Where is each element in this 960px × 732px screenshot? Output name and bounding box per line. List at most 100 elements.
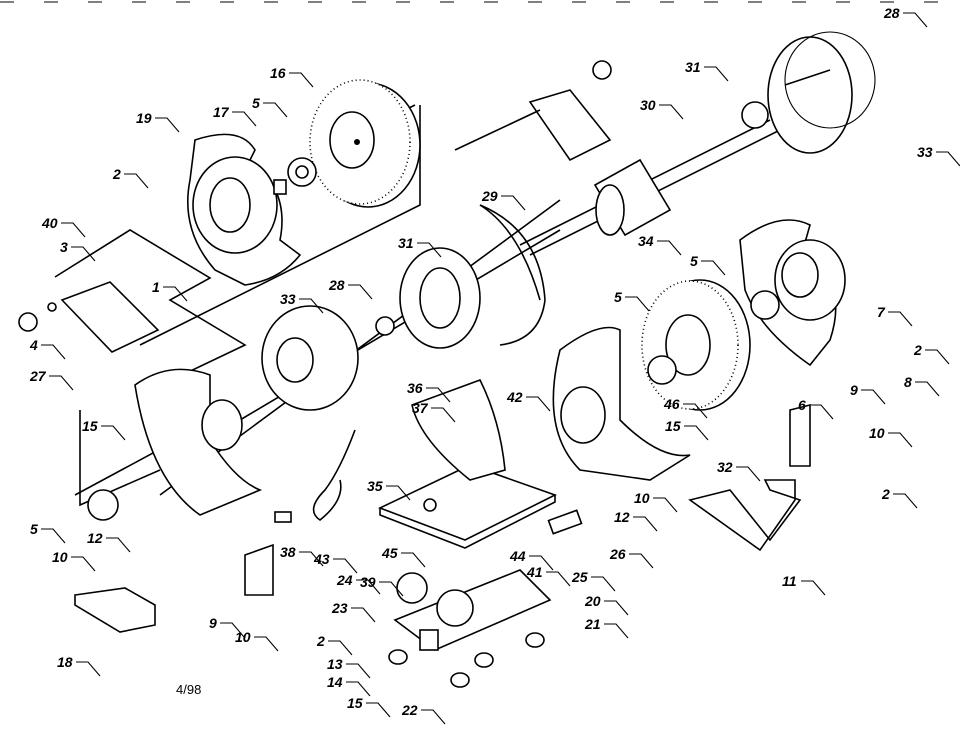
part-label-5: 5 (30, 521, 38, 537)
leader-line-33 (299, 298, 324, 314)
leader-line-10 (254, 636, 279, 652)
leader-line-36 (426, 387, 451, 403)
part-label-16: 16 (270, 65, 286, 81)
part-label-15: 15 (82, 418, 98, 434)
leader-line-24 (356, 579, 381, 595)
part-label-10: 10 (634, 490, 650, 506)
switch-plate-25 (388, 569, 552, 688)
wheel-guard-27 (134, 368, 263, 516)
part-label-11: 11 (782, 573, 797, 589)
nut-17 (273, 179, 287, 195)
leader-line-33 (936, 151, 960, 167)
leader-line-12 (106, 537, 131, 553)
leader-line-45 (401, 552, 426, 568)
leader-line-9 (861, 389, 886, 405)
base-24 (377, 379, 558, 549)
part-label-32: 32 (717, 459, 733, 475)
part-label-1: 1 (152, 279, 160, 295)
leader-line-12 (633, 516, 658, 532)
part-label-28: 28 (328, 277, 345, 293)
part-label-23: 23 (331, 600, 348, 616)
part-label-34: 34 (638, 233, 654, 249)
leader-line-46 (683, 403, 708, 419)
part-label-33: 33 (917, 144, 933, 160)
part-label-3: 3 (60, 239, 68, 255)
bracket-9 (244, 543, 274, 596)
part-label-10: 10 (52, 549, 68, 565)
motor-housing-29 (159, 199, 561, 496)
wheel-guard-right (739, 219, 846, 367)
part-label-22: 22 (401, 702, 418, 718)
part-label-31: 31 (685, 59, 701, 75)
part-label-4: 4 (29, 337, 38, 353)
part-label-43: 43 (313, 551, 330, 567)
part-label-15: 15 (665, 418, 681, 434)
bracket-9-right (789, 403, 811, 467)
tool-rest-4 (60, 281, 160, 353)
grinding-wheel-16 (309, 79, 421, 208)
part-label-10: 10 (869, 425, 885, 441)
leader-line-9 (220, 622, 245, 638)
part-label-26: 26 (609, 546, 626, 562)
part-label-44: 44 (509, 548, 526, 564)
part-label-19: 19 (136, 110, 152, 126)
part-label-29: 29 (481, 188, 498, 204)
leader-line-31 (704, 66, 729, 82)
wheel-guard-19 (187, 133, 302, 286)
power-cord-43 (312, 429, 356, 521)
leader-line-14 (346, 681, 371, 697)
leader-line-41 (546, 571, 571, 587)
leader-line-37 (431, 407, 456, 423)
bearing-31 (741, 101, 769, 129)
leader-line-35 (386, 485, 411, 501)
part-label-37: 37 (412, 400, 429, 416)
leader-line-6 (809, 404, 834, 420)
part-label-2: 2 (881, 486, 890, 502)
flange-5-left (87, 489, 119, 521)
leader-line-40 (61, 222, 86, 238)
part-label-2: 2 (316, 633, 325, 649)
part-label-20: 20 (584, 593, 601, 609)
leader-line-5 (41, 528, 66, 544)
part-label-5: 5 (614, 289, 622, 305)
leader-line-39 (379, 581, 404, 597)
part-label-39: 39 (360, 574, 376, 590)
part-label-9: 9 (850, 382, 858, 398)
part-label-13: 13 (327, 656, 343, 672)
leader-line-5 (263, 102, 288, 118)
leader-line-7 (888, 311, 913, 327)
part-label-18: 18 (57, 654, 73, 670)
part-label-42: 42 (506, 389, 523, 405)
part-label-28: 28 (883, 5, 900, 21)
part-label-38: 38 (280, 544, 296, 560)
leader-line-34 (657, 240, 682, 256)
end-bell-28 (767, 31, 876, 154)
part-label-40: 40 (41, 215, 58, 231)
knob-40 (18, 312, 38, 332)
part-label-2: 2 (112, 166, 121, 182)
leader-line-15 (366, 702, 391, 718)
leader-line-1 (163, 286, 188, 302)
part-label-24: 24 (336, 572, 353, 588)
part-label-9: 9 (209, 615, 217, 631)
leader-line-21 (604, 623, 629, 639)
part-label-36: 36 (407, 380, 423, 396)
part-label-33: 33 (280, 291, 296, 307)
leader-line-11 (801, 580, 826, 596)
leader-line-26 (629, 553, 654, 569)
leader-line-27 (49, 375, 74, 391)
tool-rest-18 (74, 587, 156, 633)
leader-line-5 (701, 260, 726, 276)
part-label-46: 46 (663, 396, 680, 412)
plug (274, 511, 292, 523)
leader-line-4 (41, 344, 66, 360)
part-label-27: 27 (29, 368, 47, 384)
leader-line-17 (232, 111, 257, 127)
part-label-31: 31 (398, 235, 414, 251)
leader-line-44 (529, 555, 554, 571)
leader-line-25 (591, 576, 616, 592)
part-label-5: 5 (690, 253, 698, 269)
part-label-35: 35 (367, 478, 383, 494)
leader-line-2 (925, 349, 950, 365)
